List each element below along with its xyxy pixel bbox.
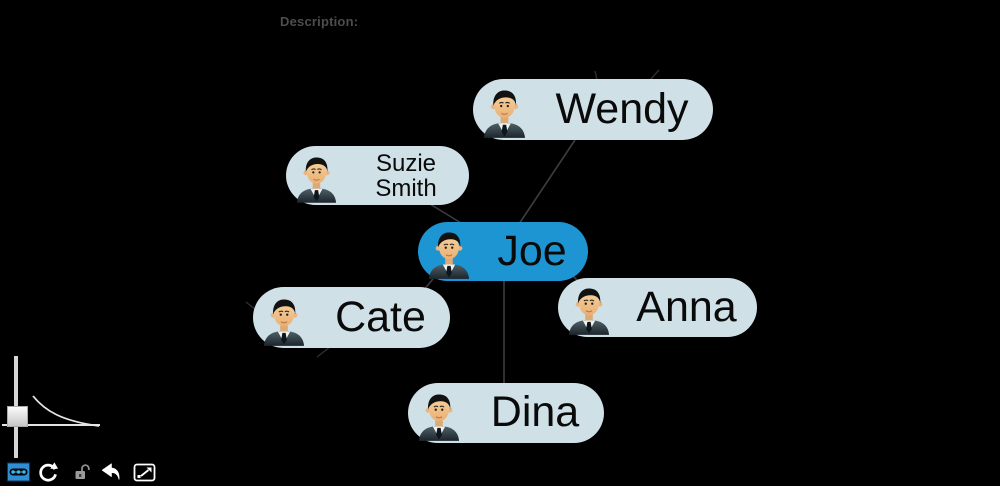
businessman-avatar-icon bbox=[296, 153, 337, 204]
unlock-icon bbox=[75, 464, 90, 479]
node-label-joe: Joe bbox=[497, 226, 567, 275]
graph-node-wendy[interactable]: Wendy bbox=[473, 79, 713, 140]
node-label-wendy: Wendy bbox=[555, 84, 689, 133]
decay-curve bbox=[32, 395, 100, 427]
businessman-avatar-icon bbox=[568, 284, 610, 336]
slider-axis-line bbox=[2, 424, 100, 426]
businessman-avatar-icon bbox=[418, 390, 460, 442]
undo-icon bbox=[101, 463, 119, 480]
refresh-button[interactable] bbox=[36, 460, 60, 484]
graph-node-anna[interactable]: Anna bbox=[558, 278, 757, 337]
graph-node-joe-selected[interactable]: Joe bbox=[418, 222, 588, 281]
node-label-dina: Dina bbox=[490, 388, 580, 437]
description-label: Description: bbox=[280, 14, 359, 29]
edge-stub-wendy-2 bbox=[649, 69, 660, 81]
businessman-avatar-icon bbox=[428, 228, 470, 280]
edge-stub-wendy-1 bbox=[594, 70, 598, 81]
edge-wendy-joe bbox=[518, 139, 576, 225]
export-image-icon bbox=[133, 463, 155, 481]
graph-node-suzie-smith[interactable]: Suzie Smith bbox=[286, 146, 469, 205]
edge-stub-cate-bottom bbox=[316, 346, 331, 358]
node-label-cate: Cate bbox=[335, 292, 426, 341]
graph-thumbnail-icon bbox=[6, 462, 30, 482]
businessman-avatar-icon bbox=[483, 86, 526, 139]
export-image-button[interactable] bbox=[132, 460, 156, 484]
bottom-toolbar bbox=[0, 458, 200, 486]
undo-button[interactable] bbox=[98, 460, 122, 484]
node-label-anna: Anna bbox=[636, 282, 737, 331]
edge-suzie-joe bbox=[429, 203, 462, 224]
graph-node-dina[interactable]: Dina bbox=[408, 383, 604, 443]
slider-handle[interactable] bbox=[7, 406, 28, 427]
refresh-icon bbox=[39, 462, 59, 482]
unlock-button[interactable] bbox=[70, 460, 94, 484]
graph-node-cate[interactable]: Cate bbox=[253, 287, 450, 348]
businessman-avatar-icon bbox=[263, 295, 305, 347]
node-label-suzie-smith: Suzie Smith bbox=[375, 149, 437, 202]
graph-thumbnail-button[interactable] bbox=[6, 460, 30, 484]
